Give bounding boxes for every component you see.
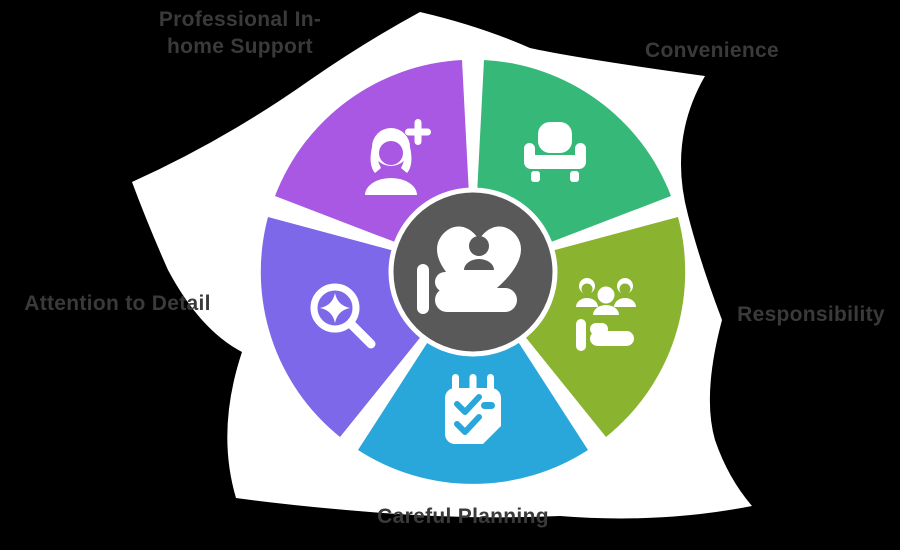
hand-holding-heart-with-person-icon (417, 226, 521, 314)
family-group-icon (576, 278, 636, 351)
label-line: Convenience (644, 39, 779, 62)
segment-label-careful-planning: Careful Planning (343, 503, 583, 530)
segment-label-attention-to-detail: Attention to Detail (5, 290, 230, 317)
magnifier-sparkle-icon (310, 283, 376, 349)
label-line: Careful Planning (377, 505, 549, 528)
label-line: Attention to Detail (24, 292, 211, 315)
segment-label-convenience: Convenience (612, 37, 812, 64)
label-line: home Support (167, 35, 313, 58)
nurse-add-icon (365, 119, 431, 195)
segment-label-responsibility: Responsibility (716, 301, 900, 328)
segment-label-professional-in-home-support: Professional In- home Support (105, 6, 375, 60)
label-line: Responsibility (737, 303, 885, 326)
label-line: Professional In- (158, 8, 322, 31)
checklist-icon (445, 374, 501, 444)
armchair-icon (524, 122, 586, 182)
